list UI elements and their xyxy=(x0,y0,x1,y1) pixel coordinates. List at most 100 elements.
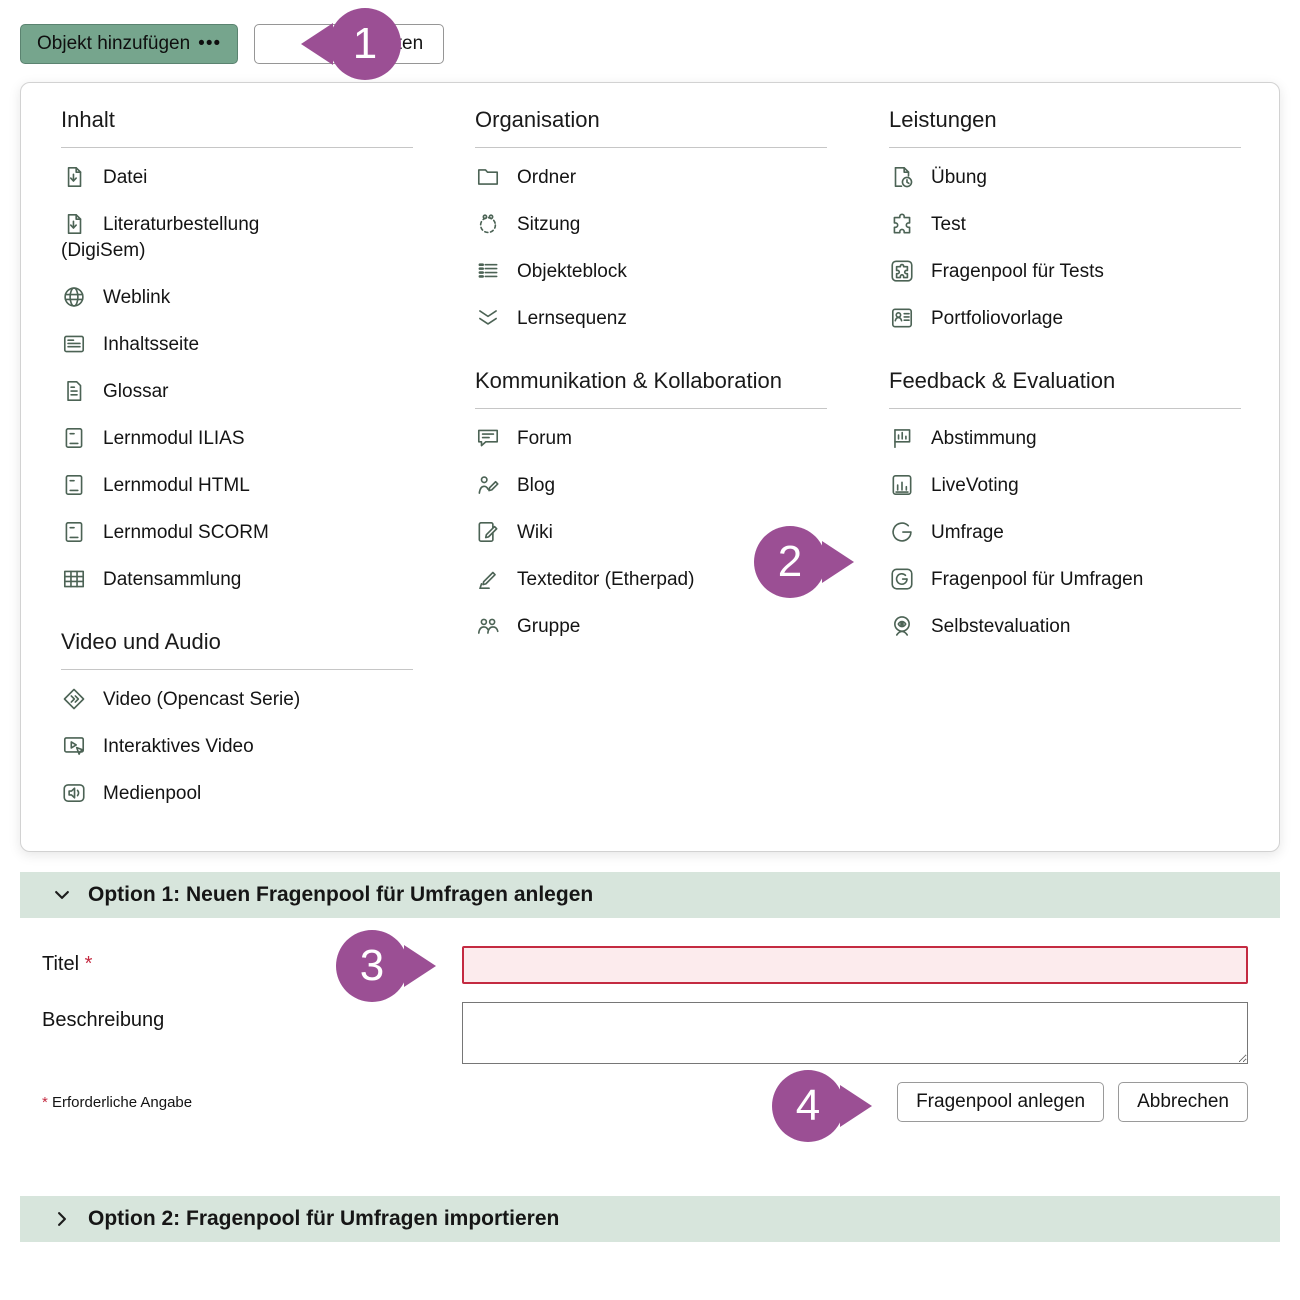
menu-item-label: Medienpool xyxy=(103,783,202,804)
question-pool-test-icon xyxy=(889,258,915,284)
menu-item-forum[interactable]: Forum xyxy=(475,415,827,462)
table-icon xyxy=(61,566,87,592)
menu-item-objekteblock[interactable]: Objekteblock xyxy=(475,248,827,295)
option2-accordion-header[interactable]: Option 2: Fragenpool für Umfragen import… xyxy=(20,1196,1280,1242)
menu-item-label: Interaktives Video xyxy=(103,736,254,757)
video-series-icon xyxy=(61,686,87,712)
required-note: * Erforderliche Angabe xyxy=(42,1093,193,1111)
menu-item-label: Ordner xyxy=(517,167,577,188)
question-pool-survey-icon xyxy=(889,566,915,592)
menu-item-weblink[interactable]: Weblink xyxy=(61,274,413,321)
menu-item-blog[interactable]: Blog xyxy=(475,462,827,509)
session-icon xyxy=(475,211,501,237)
menu-item-livevoting[interactable]: LiveVoting xyxy=(889,462,1241,509)
menu-item-label: Gruppe xyxy=(517,616,581,637)
menu-item-datensammlung[interactable]: Datensammlung xyxy=(61,556,413,603)
menu-item-test[interactable]: Test xyxy=(889,201,1241,248)
learning-module-icon xyxy=(61,425,87,451)
menu-item-label: Forum xyxy=(517,428,572,449)
menu-item-fragenpool-f-r-umfragen[interactable]: Fragenpool für Umfragen xyxy=(889,556,1241,603)
menu-item-inhaltsseite[interactable]: Inhaltsseite xyxy=(61,321,413,368)
menu-item-lernmodul-scorm[interactable]: Lernmodul SCORM xyxy=(61,509,413,556)
media-pool-icon xyxy=(61,780,87,806)
menu-item-lernmodul-ilias[interactable]: Lernmodul ILIAS xyxy=(61,415,413,462)
menu-item-label: Inhaltsseite xyxy=(103,334,200,355)
required-asterisk: * xyxy=(42,1093,48,1111)
menu-item-gruppe[interactable]: Gruppe xyxy=(475,603,827,650)
menu-item-ordner[interactable]: Ordner xyxy=(475,154,827,201)
wiki-icon xyxy=(475,519,501,545)
menu-item-glossar[interactable]: Glossar xyxy=(61,368,413,415)
annotation-number: 1 xyxy=(352,19,378,68)
self-evaluation-icon xyxy=(889,613,915,639)
menu-item-label: Umfrage xyxy=(931,522,1004,543)
annotation-3: 3 xyxy=(336,930,408,1002)
survey-icon xyxy=(889,519,915,545)
menu-item-label: Blog xyxy=(517,475,556,496)
menu-item-texteditor-etherpad[interactable]: Texteditor (Etherpad) xyxy=(475,556,827,603)
menu-item-literaturbestellung-digisem[interactable]: Literaturbestellung (DigiSem) xyxy=(61,201,413,274)
interactive-video-icon xyxy=(61,733,87,759)
content-page-icon xyxy=(61,331,87,357)
annotation-number: 4 xyxy=(795,1081,821,1130)
menu-item-fragenpool-f-r-tests[interactable]: Fragenpool für Tests xyxy=(889,248,1241,295)
menu-item-lernmodul-html[interactable]: Lernmodul HTML xyxy=(61,462,413,509)
menu-section-title-inhalt: Inhalt xyxy=(61,105,413,148)
menu-item-selbstevaluation[interactable]: Selbstevaluation xyxy=(889,603,1241,650)
menu-item-label: Literaturbestellung (DigiSem) xyxy=(61,214,260,261)
poll-icon xyxy=(889,425,915,451)
globe-icon xyxy=(61,284,87,310)
menu-item-interaktives-video[interactable]: Interaktives Video xyxy=(61,723,413,770)
abbrechen-button[interactable]: Abbrechen xyxy=(1118,1082,1248,1122)
menu-item-lernsequenz[interactable]: Lernsequenz xyxy=(475,295,827,342)
portfolio-template-icon xyxy=(889,305,915,331)
forum-icon xyxy=(475,425,501,451)
menu-item-label: Selbstevaluation xyxy=(931,616,1071,637)
menu-item-label: LiveVoting xyxy=(931,475,1019,496)
menu-item-wiki[interactable]: Wiki xyxy=(475,509,827,556)
learning-sequence-icon xyxy=(475,305,501,331)
annotation-number: 3 xyxy=(359,941,385,990)
menu-item-label: Übung xyxy=(931,167,987,188)
learning-module-icon xyxy=(61,519,87,545)
menu-item-umfrage[interactable]: Umfrage xyxy=(889,509,1241,556)
add-object-button[interactable]: Objekt hinzufügen••• xyxy=(20,24,239,64)
group-icon xyxy=(475,613,501,639)
menu-item-label: Portfoliovorlage xyxy=(931,308,1064,329)
option1-accordion-header[interactable]: Option 1: Neuen Fragenpool für Umfragen … xyxy=(20,872,1280,918)
titel-input[interactable] xyxy=(462,946,1248,984)
menu-item-bung[interactable]: Übung xyxy=(889,154,1241,201)
menu-item-label: Test xyxy=(931,214,966,235)
glossary-icon xyxy=(61,378,87,404)
file-download-icon xyxy=(61,211,87,237)
menu-section-title-organisation: Organisation xyxy=(475,105,827,148)
option1-title: Option 1: Neuen Fragenpool für Umfragen … xyxy=(88,883,594,906)
text-editor-icon xyxy=(475,566,501,592)
beschreibung-label: Beschreibung xyxy=(42,1009,165,1031)
menu-item-label: Lernmodul ILIAS xyxy=(103,428,245,449)
fragenpool-anlegen-button[interactable]: Fragenpool anlegen xyxy=(897,1082,1105,1122)
menu-item-video-opencast-serie[interactable]: Video (Opencast Serie) xyxy=(61,676,413,723)
menu-item-label: Video (Opencast Serie) xyxy=(103,689,301,710)
menu-item-portfoliovorlage[interactable]: Portfoliovorlage xyxy=(889,295,1241,342)
menu-item-datei[interactable]: Datei xyxy=(61,154,413,201)
menu-item-sitzung[interactable]: Sitzung xyxy=(475,201,827,248)
beschreibung-textarea[interactable] xyxy=(462,1002,1248,1064)
menu-item-label: Abstimmung xyxy=(931,428,1037,449)
menu-item-label: Texteditor (Etherpad) xyxy=(517,569,695,590)
option2-title: Option 2: Fragenpool für Umfragen import… xyxy=(88,1207,560,1230)
menu-item-label: Lernmodul HTML xyxy=(103,475,250,496)
menu-item-abstimmung[interactable]: Abstimmung xyxy=(889,415,1241,462)
menu-section-title-feedback-evaluation: Feedback & Evaluation xyxy=(889,366,1241,409)
menu-item-label: Glossar xyxy=(103,381,169,402)
annotation-number: 2 xyxy=(777,537,803,586)
menu-item-medienpool[interactable]: Medienpool xyxy=(61,770,413,817)
menu-section-title-leistungen: Leistungen xyxy=(889,105,1241,148)
menu-item-label: Fragenpool für Umfragen xyxy=(931,569,1144,590)
titel-label: Titel * xyxy=(42,953,93,975)
annotation-2: 2 xyxy=(754,526,826,598)
menu-item-label: Lernsequenz xyxy=(517,308,627,329)
